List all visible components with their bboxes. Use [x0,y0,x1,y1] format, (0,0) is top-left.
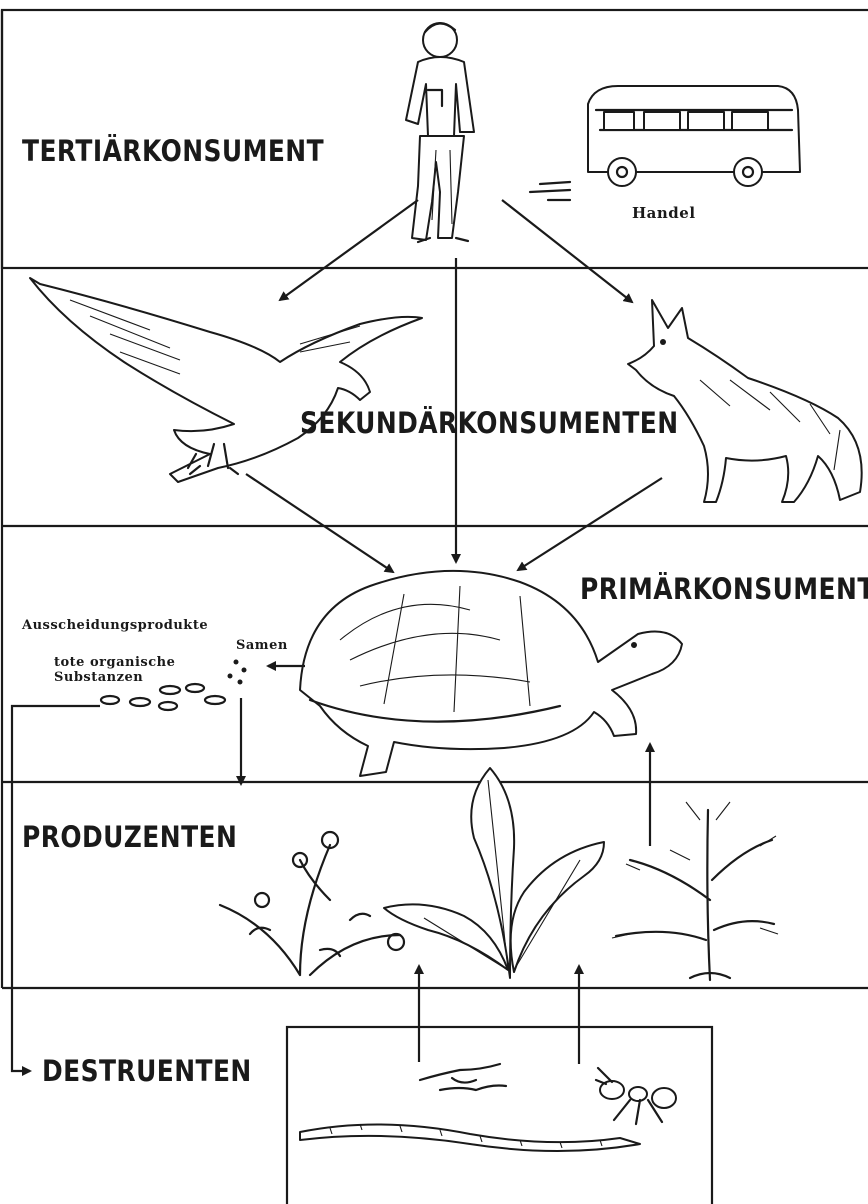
fungal-threads-illustration [420,1064,506,1090]
arrow-man-to-eagle [280,200,418,300]
producers-label: PRODUZENTEN [22,820,237,854]
eagle-illustration [30,278,422,482]
arrow-eagle-to-tortoise [246,474,393,572]
broadleaf-plant-illustration [384,768,604,978]
shrub-illustration [612,802,778,980]
decomposer-box [287,1027,712,1204]
arrow-fox-to-tortoise [518,478,662,570]
man-illustration [406,23,474,242]
decomposers-label: DESTRUENTEN [42,1054,252,1088]
dead-matter-label-line1: tote organische [54,655,175,670]
primary-consumer-label: PRIMÄRKONSUMENT [580,572,868,606]
excretion-label: Ausscheidungsprodukte [22,618,208,633]
worm-illustration [300,1124,640,1151]
arrow-man-to-fox [502,200,632,302]
ant-illustration [596,1068,676,1124]
arrow-dead-matter-to-decomposers [12,706,100,1071]
flowering-herb-illustration [220,832,404,975]
seeds-label: Samen [236,638,288,653]
tertiary-consumer-label: TERTIÄRKONSUMENT [22,134,324,168]
fox-illustration [628,300,862,502]
dead-matter-label-line2: Substanzen [54,670,143,685]
van-illustration [530,86,800,200]
trade-label: Handel [632,204,696,222]
secondary-consumers-label: SEKUNDÄRKONSUMENTEN [300,406,679,440]
